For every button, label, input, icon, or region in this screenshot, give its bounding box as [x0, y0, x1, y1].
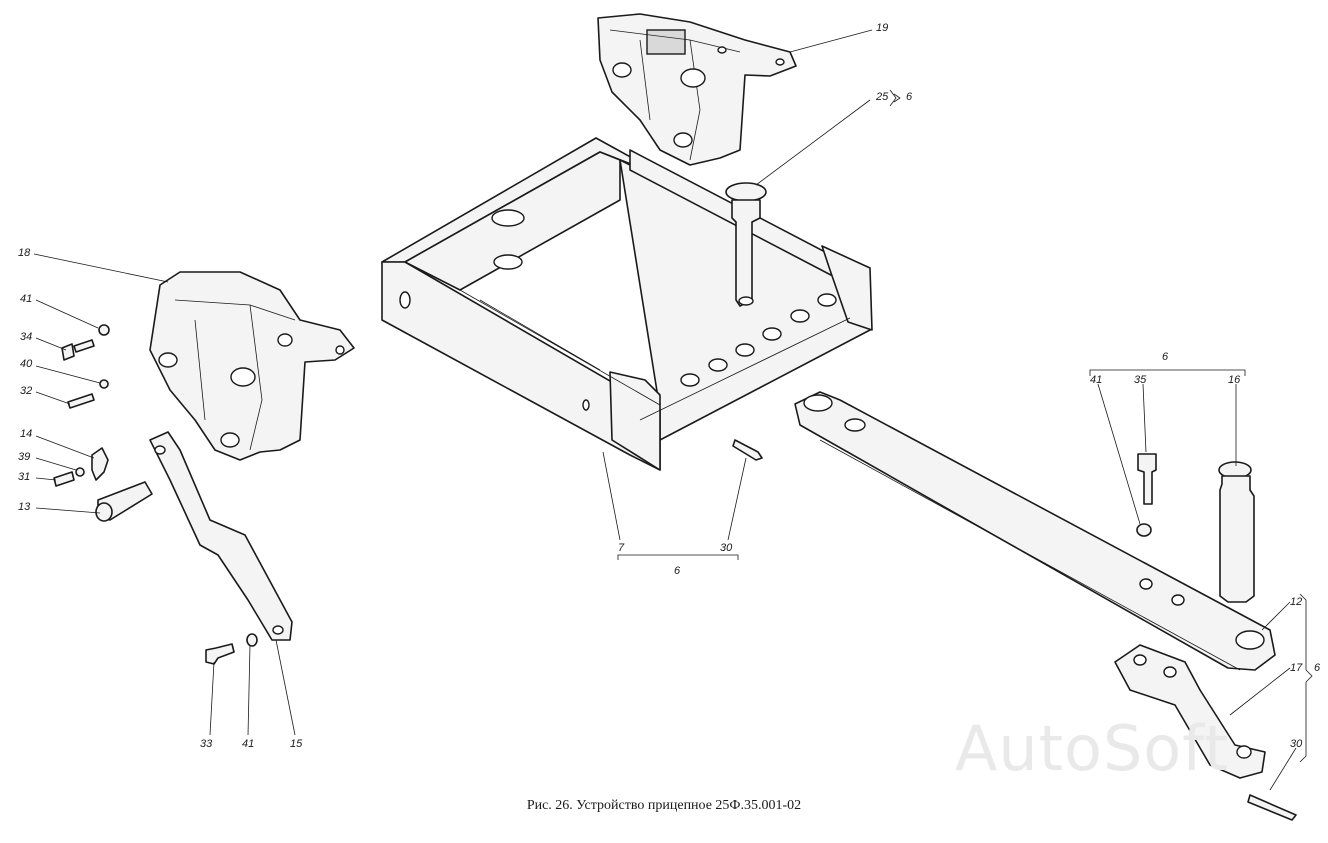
callout-32: 32	[20, 385, 33, 397]
bracket-18	[149, 271, 355, 461]
callout-25: 25	[876, 91, 889, 103]
callout-35: 35	[1134, 374, 1147, 386]
callout-6-center: 6	[674, 565, 681, 577]
pin-25	[725, 182, 767, 307]
callout-17: 17	[1290, 662, 1303, 674]
pin-16	[1218, 461, 1255, 603]
callout-31: 31	[18, 471, 31, 483]
callout-41-top: 41	[20, 293, 33, 305]
bracket-19	[597, 13, 797, 166]
callout-33: 33	[200, 738, 213, 750]
callout-6-right-group: 6	[1162, 351, 1169, 363]
small-hardware-left	[53, 324, 258, 665]
cotter-pins-30	[732, 439, 1297, 821]
leader-lines	[33, 29, 1313, 791]
drawbar-12	[794, 391, 1276, 671]
callout-7: 7	[618, 542, 625, 554]
plate-17	[1114, 644, 1266, 779]
callout-19: 19	[876, 22, 889, 34]
hardware-right	[1136, 453, 1157, 537]
callout-6-side: 6	[1314, 662, 1321, 674]
callout-14: 14	[20, 428, 33, 440]
callout-41-bottom: 41	[242, 738, 255, 750]
callout-13: 13	[18, 501, 31, 513]
callout-16: 16	[1228, 374, 1241, 386]
watermark: AutoSoft	[955, 712, 1230, 785]
figure-caption: Рис. 26. Устройство прицепное 25Ф.35.001…	[526, 798, 802, 813]
callout-12: 12	[1290, 596, 1303, 608]
callout-41-right: 41	[1090, 374, 1103, 386]
callout-39: 39	[18, 451, 31, 463]
callout-40: 40	[20, 358, 33, 370]
callout-15: 15	[290, 738, 303, 750]
callout-34: 34	[20, 331, 33, 343]
callout-30-right: 30	[1290, 738, 1303, 750]
callout-18: 18	[18, 247, 31, 259]
link-15	[149, 431, 293, 641]
callout-30-center: 30	[720, 542, 733, 554]
callout-25-quantity: 6	[906, 91, 913, 103]
